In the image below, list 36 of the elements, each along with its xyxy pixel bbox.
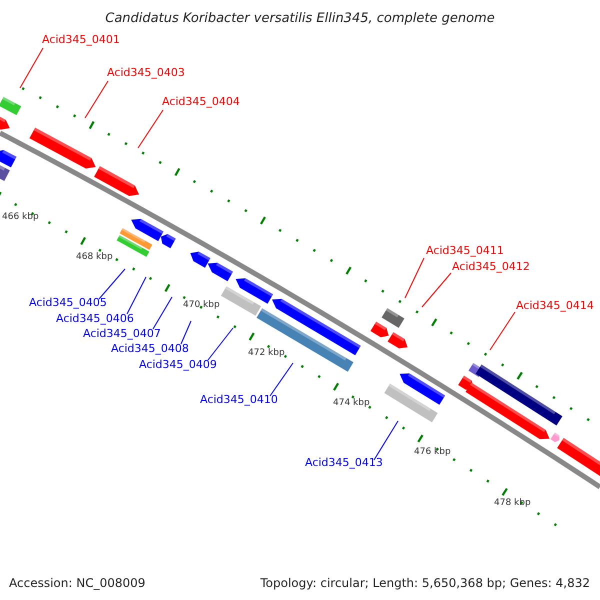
gene-label: Acid345_0403 (107, 66, 185, 80)
gene-label: Acid345_0405 (29, 296, 107, 310)
gene-label: Acid345_0414 (516, 299, 594, 313)
title: Candidatus Koribacter versatilis Ellin345, complete genome (104, 10, 496, 28)
leader-line (98, 268, 126, 300)
leader-line (152, 296, 172, 330)
gene-label: Acid345_0411 (426, 244, 504, 258)
leader-line (422, 272, 452, 308)
gene-label: Acid345_0410 (200, 393, 278, 407)
position-label: 466 kbp (2, 211, 39, 224)
gene-label: Acid345_0406 (56, 312, 134, 326)
gene-label: Acid345_0409 (139, 358, 217, 372)
position-label: 468 kbp (76, 251, 113, 264)
gene-label: Acid345_0413 (305, 456, 383, 470)
genome-info: Topology: circular; Length: 5,650,368 bp; Genes: 4,832 (260, 575, 590, 592)
leader-line (126, 276, 146, 314)
leader-line (180, 320, 192, 344)
gene-label: Acid345_0408 (111, 342, 189, 356)
gene-label: Acid345_0407 (83, 327, 161, 341)
gene-label: Acid345_0404 (162, 95, 240, 109)
leader-line (374, 420, 398, 460)
leader-line (20, 48, 44, 88)
leader-line (208, 328, 234, 360)
leader-line (490, 312, 516, 350)
accession-label: Accession: NC_008009 (9, 575, 146, 592)
leader-line (404, 258, 424, 298)
leader-line (84, 80, 108, 118)
leader-line (270, 362, 294, 396)
position-label: 476 kbp (414, 446, 451, 459)
gene-label: Acid345_0401 (42, 33, 120, 47)
position-label: 478 kbp (494, 497, 531, 510)
position-label: 474 kbp (333, 397, 370, 410)
gene-label: Acid345_0412 (452, 260, 530, 274)
position-label: 472 kbp (248, 347, 285, 360)
position-label: 470 kbp (183, 299, 220, 312)
leader-line (138, 110, 164, 148)
